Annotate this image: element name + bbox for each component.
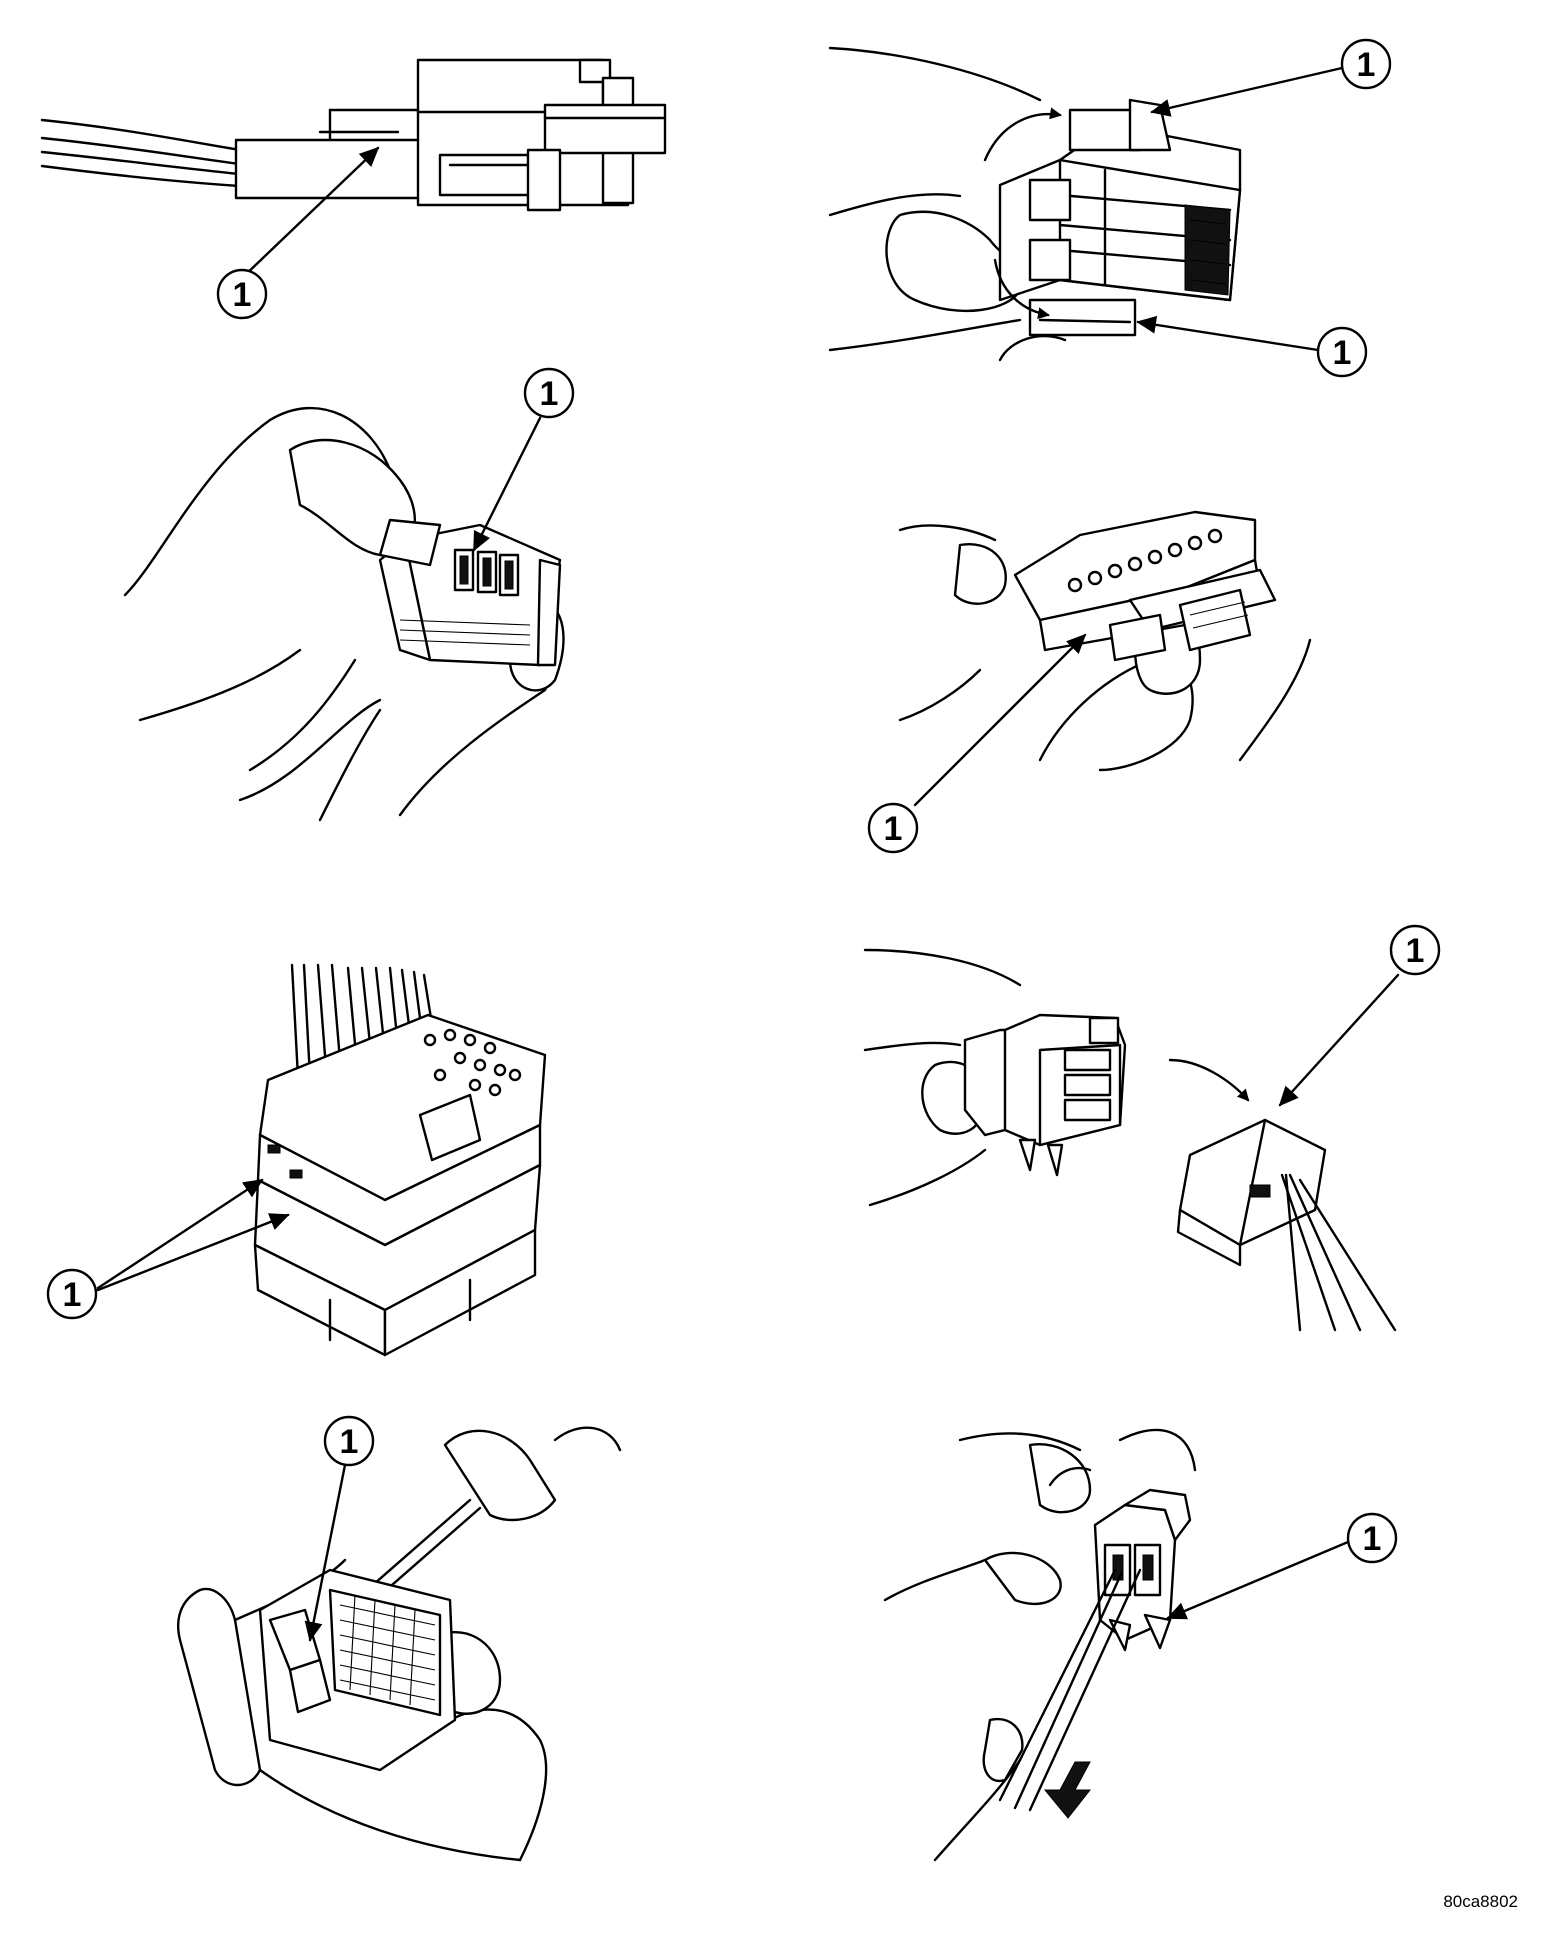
connector-other-half (1176, 1118, 1327, 1267)
connector-body (378, 518, 562, 667)
squeeze-arrow-bottom (993, 258, 1050, 320)
callout-circle: 1 (1346, 1512, 1398, 1564)
callout-arrow (1136, 315, 1320, 352)
callout-label: 1 (540, 375, 559, 413)
callout-arrow (913, 633, 1087, 807)
callout-label: 1 (233, 276, 252, 314)
callout-circle: 1 (216, 268, 268, 320)
callout-arrow (96, 1213, 290, 1292)
panel-6-connector-separation: 1 (863, 924, 1441, 1332)
callout-circle: 1 (46, 1268, 98, 1320)
callout-circle: 1 (523, 367, 575, 419)
callout-label: 1 (1357, 46, 1376, 84)
panel-4-connector-strip: 1 (867, 510, 1312, 854)
connector-strip (1013, 510, 1277, 662)
callout-arrow (240, 146, 380, 280)
callout-label: 1 (63, 1276, 82, 1314)
callout-circle: 1 (1316, 326, 1368, 378)
callout-label: 1 (1406, 932, 1425, 970)
panel-1-connector-side-view: 1 (40, 58, 667, 320)
callout-circle: 1 (1340, 38, 1392, 90)
callout-circle: 1 (323, 1415, 375, 1467)
callout-arrow (304, 1463, 347, 1642)
callout-label: 1 (340, 1423, 359, 1461)
connector-body (253, 1013, 547, 1357)
callout-arrow (1150, 66, 1344, 117)
connector-body (234, 58, 667, 212)
callout-arrow (472, 416, 542, 552)
callout-circle: 1 (1389, 924, 1441, 976)
squeeze-arrow-top (983, 107, 1062, 162)
callout-label: 1 (1333, 334, 1352, 372)
connector-body (258, 1568, 457, 1772)
wire-bundle (40, 118, 242, 188)
callout-arrow (1166, 1540, 1350, 1620)
connector-mated-half (963, 1013, 1127, 1177)
pick-tool (933, 1568, 1142, 1862)
panel-3-hand-held-connector: 1 (123, 367, 575, 822)
panel-7-screwdriver-release: 1 (177, 1415, 622, 1862)
callout-circle: 1 (867, 802, 919, 854)
panel-8-terminal-extraction: 1 (883, 1428, 1398, 1862)
separation-arrow (1168, 1058, 1250, 1102)
callout-label: 1 (1363, 1520, 1382, 1558)
callout-arrow (96, 1178, 264, 1290)
pull-direction-arrow (1043, 1761, 1092, 1819)
panel-2-release-locks: 1 1 (828, 38, 1392, 378)
callout-arrow (1278, 973, 1400, 1107)
connector-body (1093, 1488, 1192, 1652)
figure-id-label: 80ca8802 (1443, 1892, 1518, 1911)
hand (883, 1428, 1197, 1606)
callout-label: 1 (884, 810, 903, 848)
probe-tool (1280, 1173, 1397, 1332)
connector-body (998, 98, 1242, 337)
panel-5-connector-release-tabs: 1 (46, 963, 547, 1357)
